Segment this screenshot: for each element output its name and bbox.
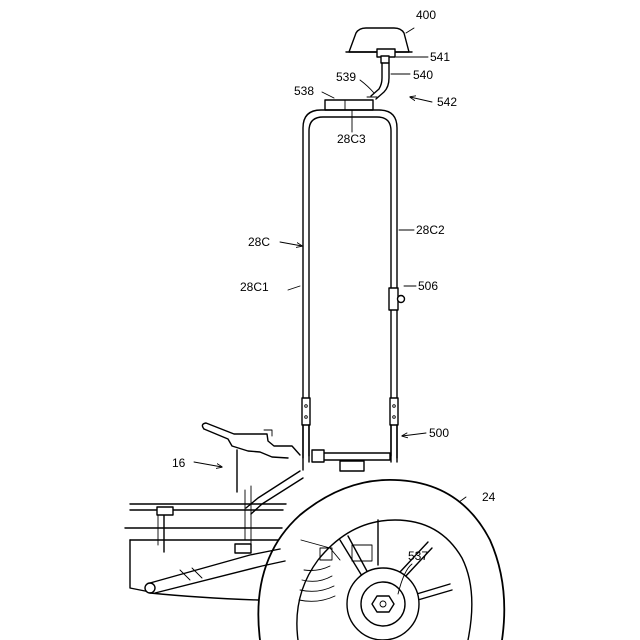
frame-28c [303, 110, 397, 458]
chassis [125, 471, 303, 600]
bracket-538 [325, 97, 377, 110]
leader-lines [288, 28, 466, 594]
label-24: 24 [482, 490, 496, 504]
label-28c1: 28C1 [240, 280, 269, 294]
label-28c2: 28C2 [416, 223, 445, 237]
sensor-unit-400 [346, 28, 412, 63]
rear-wheel-24 [258, 480, 504, 640]
label-506: 506 [418, 279, 438, 293]
clamp-506 [389, 288, 405, 310]
label-400: 400 [416, 8, 436, 22]
label-537: 537 [408, 549, 428, 563]
label-28c: 28C [248, 235, 270, 249]
label-541: 541 [430, 50, 450, 64]
label-538: 538 [294, 84, 314, 98]
post-brackets-500 [302, 398, 398, 471]
support-arm-540 [371, 63, 389, 99]
label-540: 540 [413, 68, 433, 82]
label-500: 500 [429, 426, 449, 440]
label-28c3: 28C3 [337, 132, 366, 146]
reference-labels: 400 541 540 539 538 542 28C3 28C2 28C 28… [172, 8, 496, 563]
label-16: 16 [172, 456, 186, 470]
label-539: 539 [336, 70, 356, 84]
label-542: 542 [437, 95, 457, 109]
seat-16 [202, 423, 300, 492]
